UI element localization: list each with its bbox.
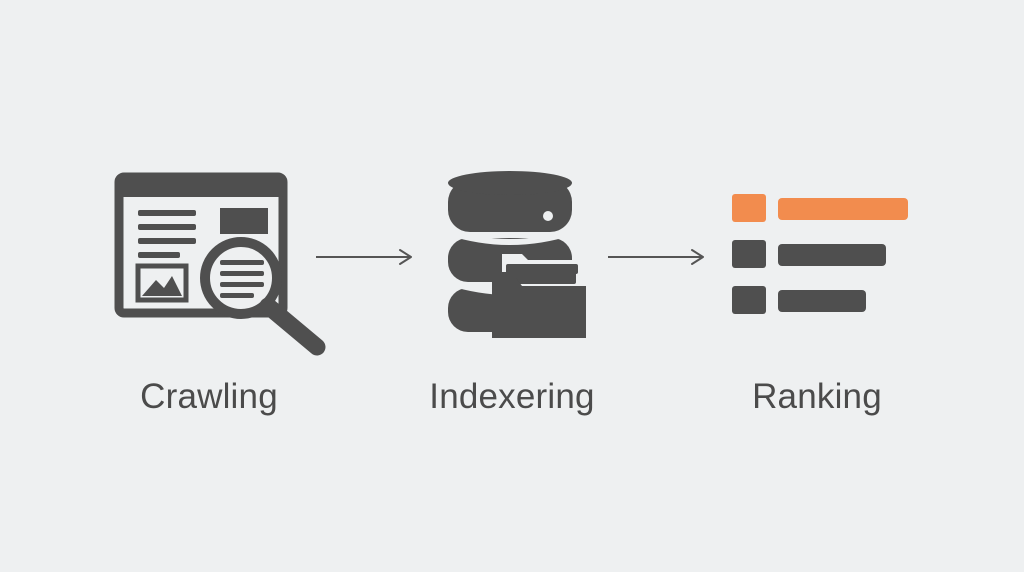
database-with-folder-icon <box>447 171 586 338</box>
step-label-crawling: Crawling <box>140 377 278 416</box>
step-label-ranking: Ranking <box>752 377 882 416</box>
ranked-list-icon <box>732 194 908 314</box>
arrow-right-icon <box>608 249 704 265</box>
browser-with-magnifier-icon <box>114 172 326 356</box>
arrow-right-icon <box>316 249 412 265</box>
step-label-indexering: Indexering <box>429 377 595 416</box>
